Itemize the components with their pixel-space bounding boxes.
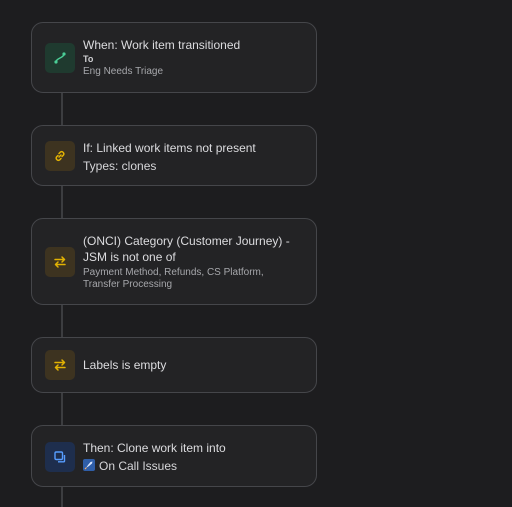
condition-title-continued: JSM is not one of — [83, 250, 176, 264]
trigger-title: When: Work item transitioned — [83, 38, 241, 52]
condition-values-continued: Transfer Processing — [83, 279, 173, 290]
connector-line — [61, 92, 63, 126]
action-title: Then: Clone work item into — [83, 441, 226, 455]
condition-card-linked-items[interactable]: If: Linked work items not present Types:… — [31, 125, 317, 186]
condition-title: (ONCI) Category (Customer Journey) - — [83, 234, 290, 248]
target-project-name: On Call Issues — [99, 459, 178, 473]
connector-line — [61, 304, 63, 338]
trigger-card[interactable]: When: Work item transitioned To Eng Need… — [31, 22, 317, 93]
connector-line — [61, 486, 63, 507]
rocket-icon — [83, 459, 95, 471]
connector-line — [61, 392, 63, 426]
connector-line — [61, 185, 63, 219]
transition-icon — [45, 43, 75, 73]
condition-title: If: Linked work items not present — [83, 141, 256, 155]
condition-title: Labels is empty — [83, 358, 167, 372]
clone-icon — [45, 442, 75, 472]
condition-card-category[interactable]: (ONCI) Category (Customer Journey) - JSM… — [31, 218, 317, 305]
compare-icon — [45, 247, 75, 277]
trigger-label: To — [83, 54, 94, 64]
condition-values: Payment Method, Refunds, CS Platform, — [83, 267, 264, 278]
compare-icon — [45, 350, 75, 380]
action-card-clone[interactable]: Then: Clone work item into On Call Issue… — [31, 425, 317, 487]
trigger-status: Eng Needs Triage — [83, 66, 164, 77]
condition-card-labels[interactable]: Labels is empty — [31, 337, 317, 393]
link-icon — [45, 141, 75, 171]
condition-detail: Types: clones — [83, 159, 157, 173]
target-project[interactable]: On Call Issues — [83, 458, 306, 474]
